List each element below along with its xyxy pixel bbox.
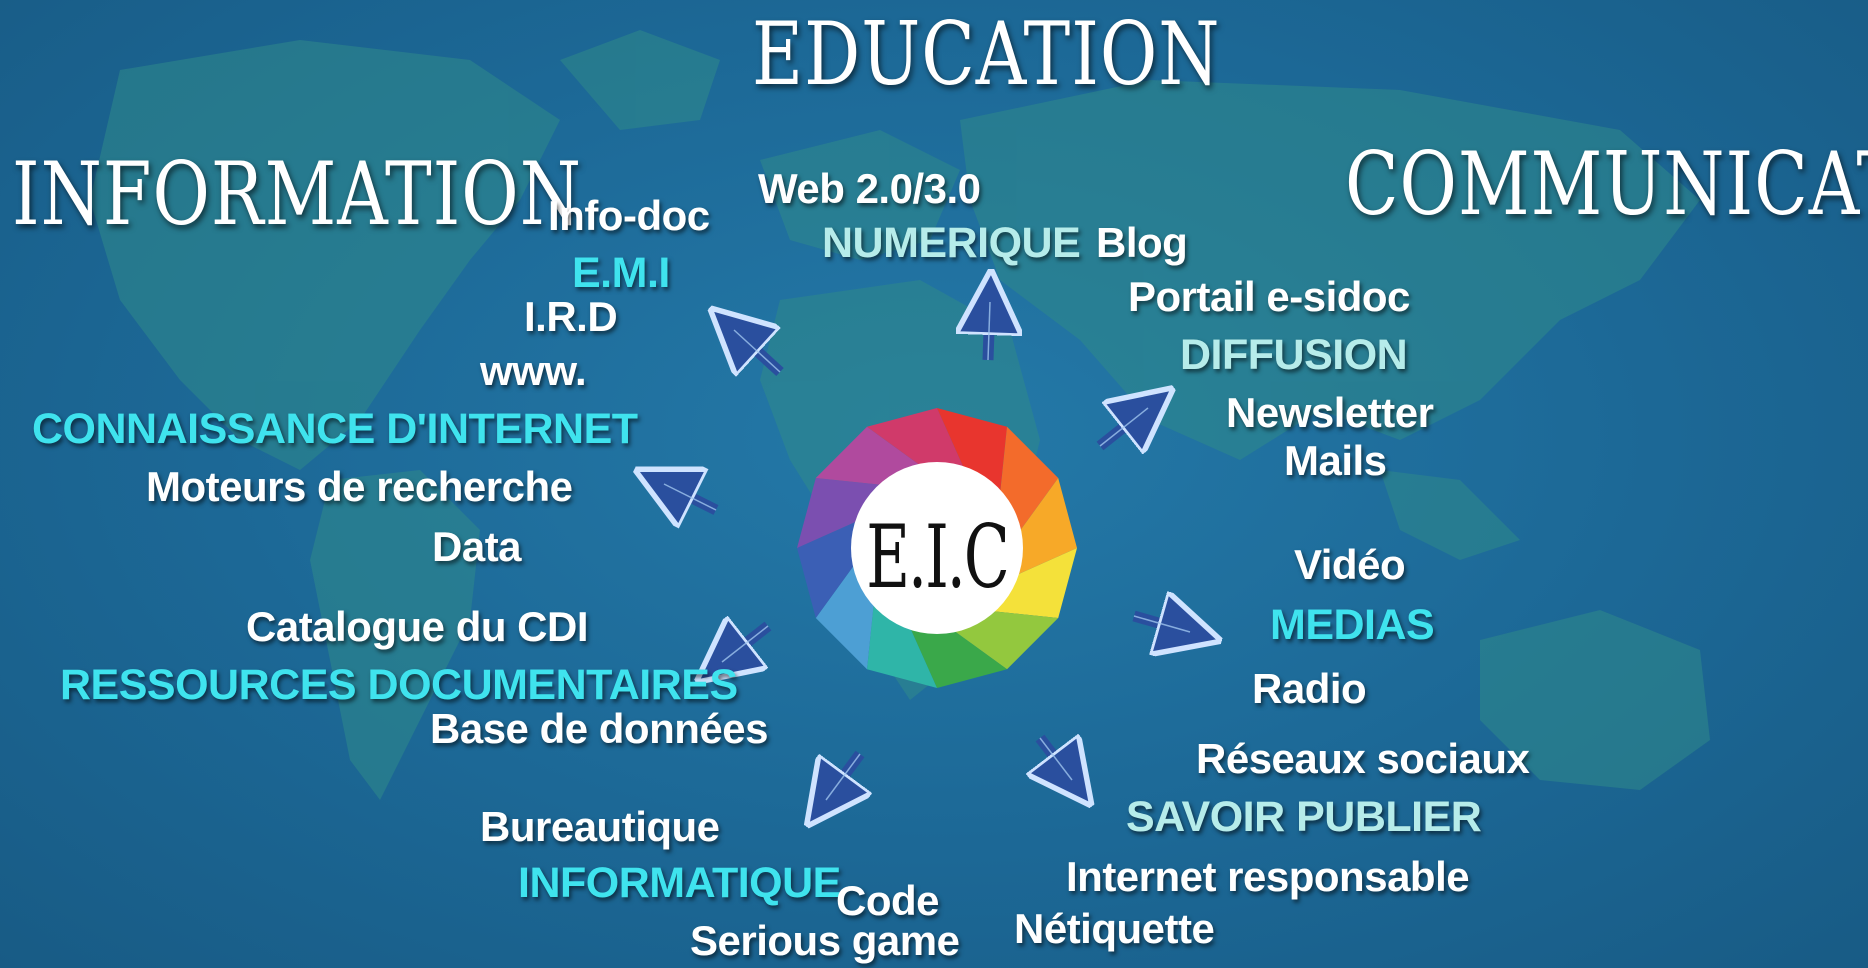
item-bureautique: Bureautique bbox=[480, 803, 720, 850]
item-ird: I.R.D bbox=[524, 293, 618, 340]
item-newsletter: Newsletter bbox=[1226, 389, 1434, 436]
item-base-de-donnees: Base de données bbox=[430, 705, 768, 752]
topic-medias: MEDIAS bbox=[1270, 601, 1435, 649]
hub-segment bbox=[1014, 478, 1077, 577]
item-catalogue-du-cdi: Catalogue du CDI bbox=[246, 603, 589, 650]
hub-label: E.I.C bbox=[866, 507, 1010, 609]
hub-segment bbox=[989, 548, 1077, 618]
topic-savoir-publier: SAVOIR PUBLIER bbox=[1126, 793, 1482, 841]
hub-segment bbox=[797, 519, 860, 618]
item-www: www. bbox=[480, 347, 587, 394]
item-web-2-3: Web 2.0/3.0 bbox=[758, 165, 981, 212]
hub-center bbox=[851, 462, 1023, 634]
item-serious-game: Serious game bbox=[690, 917, 960, 964]
topic-connaissance-internet: CONNAISSANCE D'INTERNET bbox=[32, 405, 638, 453]
europe-shape bbox=[760, 130, 960, 260]
item-reseaux-sociaux: Réseaux sociaux bbox=[1196, 735, 1530, 782]
hub-segment bbox=[815, 426, 923, 486]
item-info-doc: Info-doc bbox=[548, 192, 710, 239]
item-portail-e-sidoc: Portail e-sidoc bbox=[1128, 273, 1410, 320]
hub-segment bbox=[797, 478, 885, 548]
item-internet-responsable: Internet responsable bbox=[1066, 853, 1470, 900]
hub-segment bbox=[815, 562, 875, 670]
hub-segment bbox=[937, 408, 1007, 496]
heading-education: Education bbox=[752, 2, 1221, 105]
south-america-shape bbox=[310, 470, 480, 800]
north-america-shape bbox=[90, 40, 560, 470]
topic-diffusion: DIFFUSION bbox=[1180, 331, 1408, 379]
hub-segment bbox=[867, 408, 966, 471]
item-emi: E.M.I bbox=[572, 249, 670, 297]
greenland-shape bbox=[560, 30, 720, 130]
hub-segment bbox=[908, 625, 1007, 688]
item-data: Data bbox=[432, 523, 522, 570]
asia-shape bbox=[960, 80, 1700, 460]
indonesia-shape bbox=[1380, 470, 1520, 560]
item-code: Code bbox=[836, 877, 940, 924]
item-radio: Radio bbox=[1252, 665, 1367, 712]
item-blog: Blog bbox=[1096, 219, 1188, 266]
topic-informatique: INFORMATIQUE bbox=[518, 859, 841, 907]
topic-numerique: NUMERIQUE bbox=[822, 219, 1081, 267]
item-netiquette: Nétiquette bbox=[1014, 905, 1215, 952]
topic-ressources-documentaires: RESSOURCES DOCUMENTAIRES bbox=[60, 661, 738, 709]
item-mails: Mails bbox=[1284, 437, 1387, 484]
hub-segment bbox=[999, 426, 1059, 534]
item-video: Vidéo bbox=[1294, 541, 1406, 588]
hub-segment bbox=[867, 600, 937, 688]
heading-communication: Communication bbox=[1345, 132, 1868, 235]
hub-segment bbox=[951, 610, 1059, 670]
heading-information: Information bbox=[12, 142, 582, 245]
item-moteurs-de-recherche: Moteurs de recherche bbox=[146, 463, 573, 510]
australia-shape bbox=[1480, 610, 1710, 790]
